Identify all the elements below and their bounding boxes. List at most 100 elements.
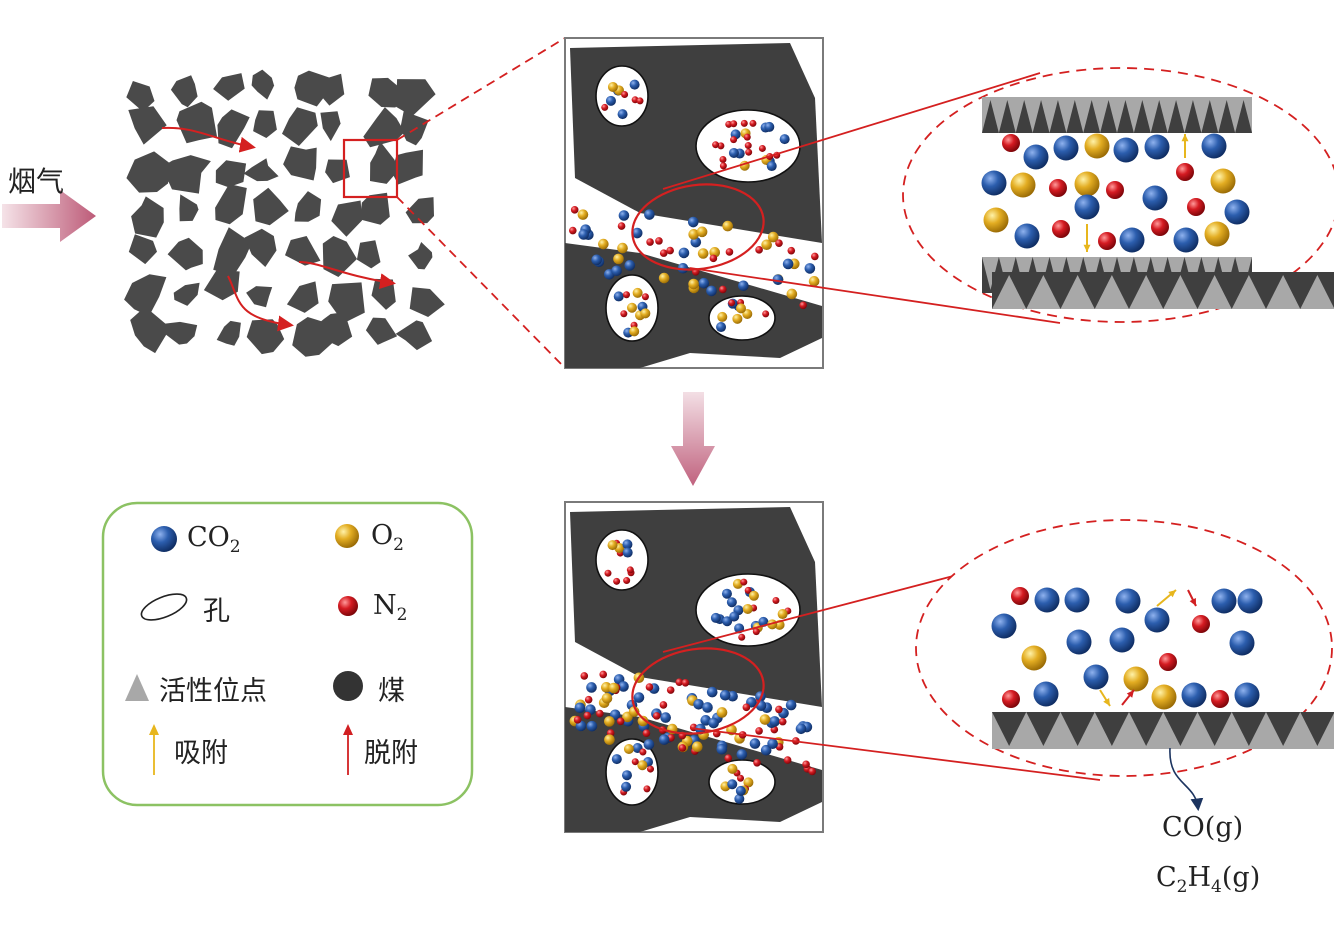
co2-molecule	[769, 716, 780, 727]
n2-molecule	[570, 206, 579, 214]
n2-molecule	[808, 767, 817, 776]
co2-molecule	[722, 616, 733, 627]
co2-molecule	[1034, 587, 1060, 613]
co2-molecule	[677, 262, 689, 274]
active-site	[1129, 712, 1164, 746]
n2-molecule	[744, 142, 752, 150]
coal-fragment	[294, 191, 322, 222]
o2-molecule	[1074, 171, 1100, 197]
n2-molecule	[596, 709, 604, 718]
coal-fragment	[363, 107, 405, 148]
legend-n2-label: N2	[373, 590, 407, 625]
coal-fragment	[246, 286, 273, 308]
coal-fragment	[325, 159, 350, 184]
coal-fragment	[246, 319, 285, 355]
co2-molecule	[622, 539, 633, 550]
co2-molecule	[1201, 133, 1227, 159]
co2-molecule	[706, 686, 718, 698]
coal-fragment	[164, 321, 198, 345]
o2-molecule	[691, 741, 703, 753]
co2-molecule	[1115, 588, 1141, 614]
n2-molecule	[1106, 181, 1124, 199]
o2-molecule	[761, 239, 772, 251]
coal-fragment	[322, 236, 357, 277]
active-site	[998, 100, 1016, 133]
coal-fragment	[126, 81, 155, 112]
n2-molecule	[740, 119, 748, 127]
active-site	[1083, 100, 1101, 133]
o2-molecule	[1123, 666, 1149, 692]
n2-molecule	[775, 705, 783, 714]
n2-molecule	[811, 252, 819, 261]
active-site	[1060, 712, 1095, 746]
o2-molecule	[607, 81, 618, 92]
site-detail-after	[662, 272, 1334, 781]
n2-molecule	[616, 717, 625, 726]
co2-molecule	[624, 260, 636, 271]
coal-fragment	[285, 236, 321, 266]
coal-fragment	[331, 200, 363, 237]
co2-molecule	[981, 170, 1007, 196]
co2-molecule	[1023, 144, 1049, 170]
co2-molecule	[591, 254, 602, 266]
co2-molecule	[1113, 137, 1139, 163]
legend-adsorption-arrow	[149, 724, 159, 775]
active-site	[1133, 100, 1151, 133]
n2-molecule	[642, 729, 651, 737]
co2-molecule	[738, 280, 749, 292]
co2-molecule	[1229, 630, 1255, 656]
co2-molecule	[643, 739, 655, 750]
co2-molecule	[782, 258, 794, 270]
flue-gas-arrow	[2, 190, 96, 242]
arrow-head	[1181, 134, 1189, 142]
coal-fragment	[216, 320, 241, 346]
o2-molecule	[628, 706, 640, 717]
active-site	[1218, 100, 1236, 133]
o2-molecule	[1010, 172, 1036, 198]
coal-fragment	[365, 317, 398, 345]
co2-molecule	[1237, 588, 1263, 614]
o2-molecule	[637, 760, 648, 771]
n2-molecule	[775, 239, 783, 247]
n2-molecule	[1211, 690, 1229, 708]
co2-molecule	[749, 738, 761, 749]
c2h4-c: C	[1156, 862, 1177, 893]
o2-molecule	[717, 311, 728, 322]
legend-coal-label: 煤	[378, 676, 405, 707]
legend-pore-label: 孔	[203, 596, 230, 627]
co2-molecule	[629, 79, 640, 90]
legend-box	[101, 501, 474, 807]
active-site	[1100, 100, 1117, 133]
o2-molecule	[748, 590, 759, 601]
co2-molecule	[1234, 682, 1260, 708]
n2-molecule	[678, 744, 687, 752]
active-site	[1117, 100, 1134, 133]
pore-box-content	[565, 43, 822, 368]
connector-line	[689, 267, 1061, 324]
active-site	[1066, 100, 1084, 133]
co2-molecule	[622, 547, 633, 558]
product-arrow	[1169, 747, 1204, 812]
o2-molecule	[629, 326, 640, 337]
co2-molecule	[991, 613, 1017, 639]
co2-molecule	[613, 291, 624, 302]
o2-molecule	[688, 278, 699, 290]
n2-molecule	[772, 597, 780, 605]
n2-molecule	[730, 120, 738, 128]
coal-fragment	[243, 158, 279, 182]
co2-molecule	[1142, 185, 1168, 211]
co2-molecule	[710, 612, 721, 623]
co2-molecule	[611, 754, 622, 765]
co2-molecule	[708, 717, 719, 729]
n2-molecule	[655, 237, 663, 245]
co2-molecule	[644, 209, 655, 220]
coal-fragment	[131, 196, 164, 238]
coal-fragment	[173, 282, 200, 306]
co2-molecule	[631, 227, 643, 239]
o2-molecule	[626, 302, 637, 313]
o2-molecule	[640, 308, 651, 319]
product-c2h4-label: C2H4(g)	[1156, 862, 1260, 897]
coal-texture	[124, 69, 445, 357]
n2-molecule	[636, 97, 644, 105]
legend-co2-swatch	[151, 526, 177, 552]
